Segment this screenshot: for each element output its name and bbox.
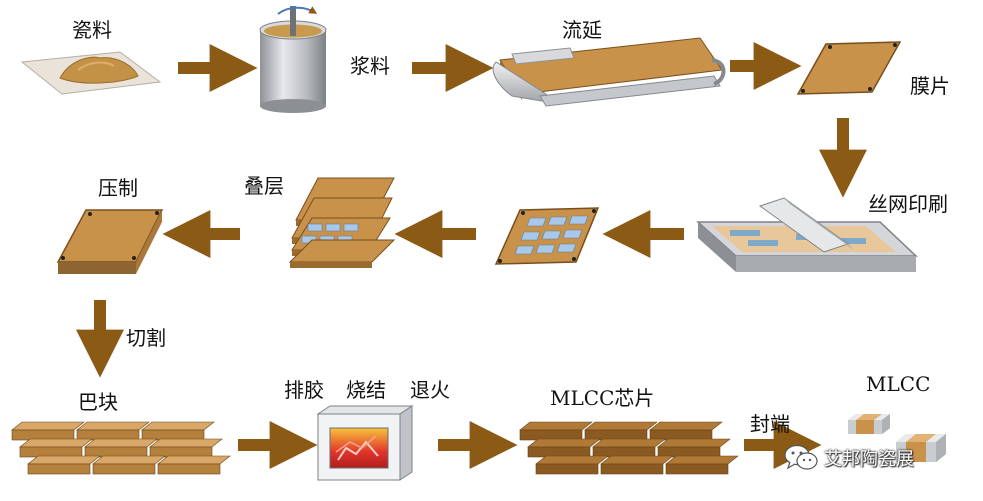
label-cutting: 切割 — [126, 326, 166, 350]
furnace-illustration — [316, 405, 414, 481]
mlcc-chip-bar — [592, 438, 666, 458]
pressed-block-illustration — [56, 209, 164, 274]
label-mlcc-chip: MLCC芯片 — [550, 386, 655, 410]
mlcc-chip-bar — [657, 438, 731, 458]
label-green-sheet: 膜片 — [910, 74, 950, 98]
green-chip-bar — [11, 421, 85, 441]
tape-casting-illustration — [492, 37, 726, 107]
label-debinding: 排胶 — [284, 378, 324, 402]
label-termination: 封端 — [750, 412, 790, 436]
wechat-icon — [784, 444, 818, 470]
label-ceramic-powder: 瓷料 — [72, 18, 112, 42]
green-chip-bar — [27, 455, 101, 475]
mlcc-chip-bar — [600, 455, 674, 475]
label-annealing: 退火 — [410, 378, 450, 402]
label-pressing: 压制 — [98, 176, 138, 200]
green-chip-bar — [84, 438, 158, 458]
mlcc-chip-bar — [584, 421, 658, 441]
printed-sheet-illustration — [494, 207, 600, 265]
mlcc-chip-bar — [527, 438, 601, 458]
label-green-chip-bar: 巴块 — [78, 390, 118, 414]
stacking-illustration — [288, 177, 396, 268]
mlcc-chip-bar — [649, 421, 723, 441]
green-chip-bar — [157, 455, 231, 475]
watermark-text: 艾邦陶瓷展 — [824, 449, 914, 470]
watermark: 艾邦陶瓷展 — [784, 444, 914, 472]
screen-printing-illustration — [696, 197, 918, 272]
label-sintering: 烧结 — [346, 378, 386, 402]
green-chip-bar — [19, 438, 93, 458]
green-chip-bar — [76, 421, 150, 441]
green-chip-bar — [141, 421, 215, 441]
label-mlcc: MLCC — [866, 372, 931, 396]
slurry-mixer-illustration — [259, 6, 327, 113]
label-screen-printing: 丝网印刷 — [868, 192, 948, 216]
green-chip-bar — [149, 438, 223, 458]
mlcc-chip-bar — [519, 421, 593, 441]
label-tape-casting: 流延 — [562, 18, 602, 42]
label-slurry: 浆料 — [350, 54, 390, 78]
green-sheet-illustration — [796, 41, 902, 95]
mlcc-chip-bars-illustration — [519, 421, 739, 475]
mlcc-chip-bar — [535, 455, 609, 475]
finished-mlcc-illustration — [848, 414, 946, 462]
label-stacking: 叠层 — [244, 174, 284, 198]
green-chip-bar — [92, 455, 166, 475]
green-chip-bars-illustration — [11, 421, 231, 475]
ceramic-powder-illustration — [20, 51, 162, 95]
mlcc-chip-bar — [665, 455, 739, 475]
flow-arrows — [76, 42, 867, 469]
